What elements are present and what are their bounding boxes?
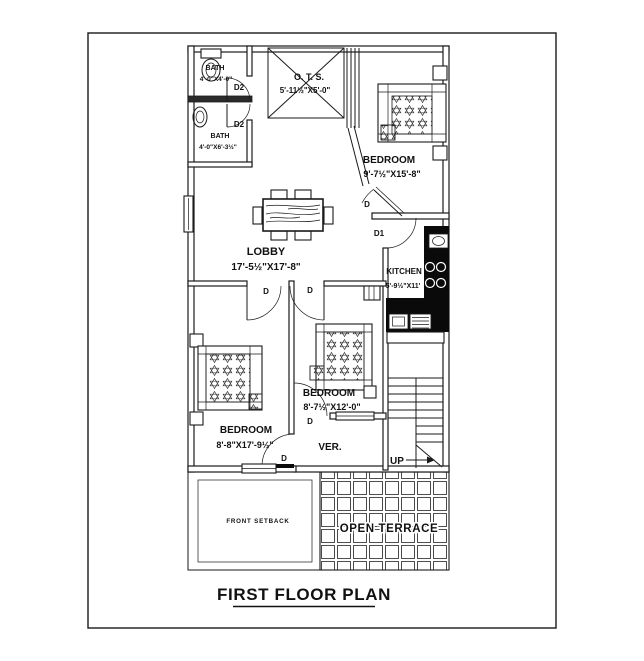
- kitchen-left-wall: [382, 247, 389, 471]
- chair-icon: [294, 189, 312, 200]
- door-arc: [289, 285, 325, 321]
- burner-icon: [435, 261, 447, 273]
- bedroom-top-right: BEDROOM 9'-7½"X15'-8" D: [361, 65, 450, 220]
- door-label-d-bedroom-middle: D: [307, 417, 313, 426]
- dining-table-icon: [252, 189, 334, 241]
- room-label-verandah: VER.: [318, 442, 342, 453]
- up-arrowhead-icon: [427, 456, 435, 464]
- room-label-bedroom-top-right: BEDROOM: [363, 155, 415, 166]
- door-arc: [226, 103, 251, 128]
- door-arc: [361, 188, 375, 204]
- room-dims-ots: 5'-11½"X5'-0": [280, 86, 331, 95]
- room-label-ots: O. T. S.: [294, 72, 324, 82]
- nightstand-icon: [363, 385, 377, 399]
- door-arc: [226, 77, 251, 102]
- room-label-bath-top: BATH: [206, 65, 225, 72]
- toilet-icon: [201, 58, 221, 82]
- pillow-icon: [380, 124, 396, 141]
- door-label-d-entry: D: [281, 454, 287, 463]
- ots: O. T. S. 5'-11½"X5'-0": [267, 47, 345, 119]
- door-leaf: [260, 464, 294, 468]
- room-dims-bedroom-middle: 8'-7½"X12'-0": [303, 402, 360, 412]
- duct-shaft: [346, 48, 370, 187]
- room-dims-bath-top: 4'-0"X4'-0": [200, 76, 232, 83]
- front-setback-label: FRONT SETBACK: [226, 518, 289, 525]
- open-terrace-label: OPEN TERRACE: [340, 523, 439, 535]
- kitchen: D1 KITCHEN 5'-9½"X11': [374, 217, 449, 471]
- door-label-d2-bottom: D2: [234, 120, 245, 129]
- burner-icon: [424, 261, 436, 273]
- pillow-icon: [248, 393, 263, 410]
- kitchen-platform: [386, 331, 445, 344]
- burner-icon: [424, 277, 436, 289]
- room-dims-bedroom-bottom-left: 8'-8"X17'-9½": [216, 440, 273, 450]
- room-label-bedroom-bottom-left: BEDROOM: [220, 425, 272, 436]
- room-dims-kitchen: 5'-9½"X11': [386, 282, 421, 290]
- room-dims-bath-bottom: 4'-0"X6'-3½": [199, 143, 237, 151]
- door-arc: [385, 217, 417, 249]
- chair-icon: [270, 189, 288, 200]
- title-block: FIRST FLOOR PLAN: [217, 585, 391, 608]
- wood-grain: [265, 204, 321, 223]
- bed-icon: [309, 323, 373, 391]
- chair-icon: [252, 206, 263, 225]
- kitchen-counter: [386, 226, 449, 332]
- pillow-icon: [309, 365, 325, 381]
- door-leaf: [373, 189, 403, 217]
- bedroom-bottom-left: BEDROOM 8'-8"X17'-9½" D: [189, 333, 295, 474]
- verandah: VER.: [318, 442, 342, 453]
- door-arc: [246, 285, 282, 321]
- chair-icon: [323, 206, 334, 225]
- door-arc: [293, 382, 328, 417]
- door-arc: [261, 433, 295, 467]
- room-dims-lobby: 17'-5½"X17'-8": [231, 262, 301, 273]
- plan-title: FIRST FLOOR PLAN: [217, 585, 391, 604]
- terrace-tiles: [319, 471, 450, 571]
- room-label-kitchen: KITCHEN: [386, 267, 422, 276]
- up-label: UP: [390, 456, 404, 467]
- door-label-d2-top: D2: [234, 83, 245, 92]
- room-dims-bedroom-top-right: 9'-7½"X15'-8": [363, 169, 420, 179]
- nightstand-icon: [189, 411, 204, 426]
- room-label-lobby: LOBBY: [247, 246, 286, 258]
- partition-wall: [288, 280, 295, 435]
- bath-divider-wall: [187, 95, 253, 103]
- stair-break-line: [415, 444, 443, 468]
- stairs: UP: [388, 377, 443, 468]
- chair-icon: [270, 230, 288, 241]
- bed-icon: [377, 65, 448, 161]
- nightstand-icon: [432, 145, 448, 161]
- diagonal-wall: [347, 127, 364, 187]
- door-label-d1: D1: [374, 229, 385, 238]
- door-label-d-lobby-left: D: [263, 287, 269, 296]
- chair-icon: [294, 230, 312, 241]
- bedroom-middle: BEDROOM 8'-7½"X12'-0" D: [293, 285, 387, 426]
- room-label-bath-bottom: BATH: [211, 133, 230, 140]
- lobby: D D LOBBY 17'-5½"X17'-8": [187, 189, 387, 435]
- door-label-d-lobby-right: D: [307, 286, 313, 295]
- open-terrace: [319, 471, 450, 571]
- toilet-cistern-icon: [200, 48, 222, 59]
- window: [363, 285, 381, 301]
- front-setback: [197, 479, 313, 563]
- burner-icon: [435, 277, 447, 289]
- bath-bottom: D2 BATH 4'-0"X6'-3½": [192, 103, 251, 151]
- stove-icon: [388, 313, 409, 330]
- bed-icon: [189, 333, 263, 426]
- bath-top: BATH 4'-0"X4'-0" D2: [187, 45, 253, 168]
- door-label-d-bedroom1: D: [364, 200, 370, 209]
- window: [183, 195, 194, 233]
- sink-icon: [428, 233, 449, 249]
- nightstand-icon: [432, 65, 448, 81]
- nightstand-icon: [189, 333, 204, 348]
- room-label-bedroom-middle: BEDROOM: [303, 388, 355, 399]
- washbasin-icon: [192, 106, 208, 128]
- grill-icon: [409, 313, 432, 330]
